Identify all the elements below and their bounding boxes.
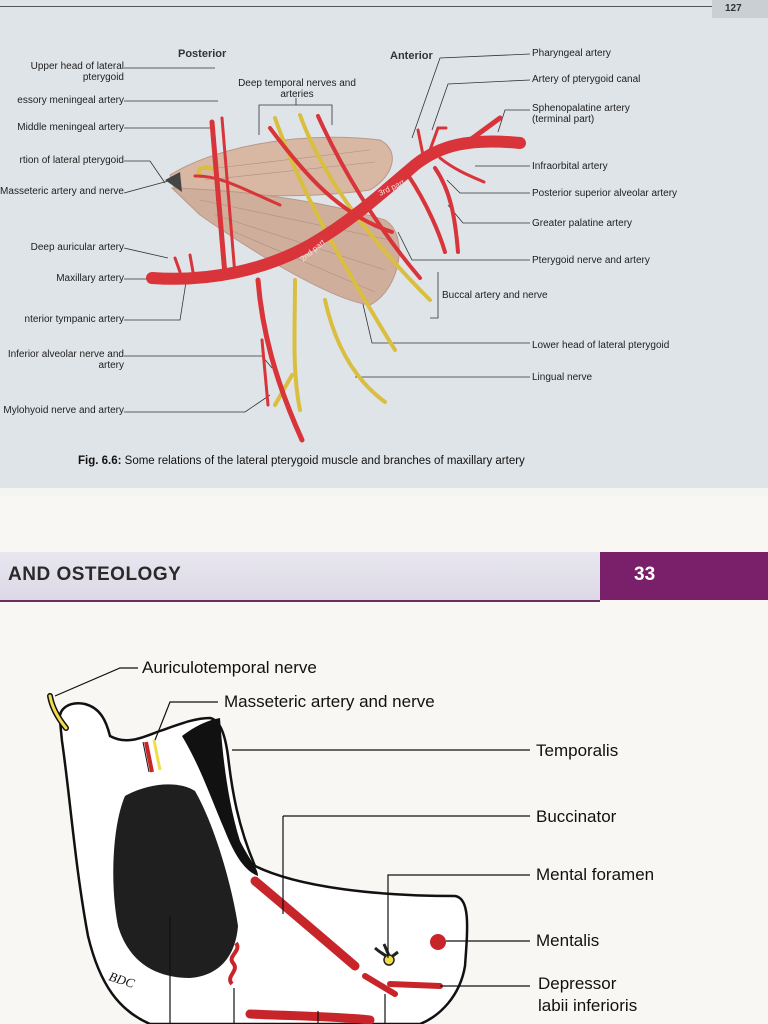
page-number-box: 33	[600, 552, 768, 600]
leader-pterygoid-canal	[431, 79, 531, 131]
figure-number: Fig. 6.6:	[78, 455, 122, 467]
top-page-rule	[0, 6, 712, 7]
bottom-textbook-page: AND OSTEOLOGY 33	[0, 496, 768, 1024]
leader-greater-palatine	[447, 204, 530, 224]
leader-inf-alveolar	[124, 355, 273, 369]
temporalis-band	[182, 718, 258, 876]
leader-post-sup	[446, 179, 530, 194]
label-sphenopalatine: Sphenopalatine artery (terminal part)	[532, 103, 630, 125]
leader-lower-head	[361, 299, 530, 344]
leader-deep-auricular	[123, 247, 169, 259]
label-mental-foramen: Mental foramen	[536, 865, 655, 884]
label-posterior-superior-alveolar: Posterior superior alveolar artery	[532, 188, 678, 199]
label-temporalis: Temporalis	[536, 741, 619, 760]
label-buccal: Buccal artery and nerve	[442, 290, 548, 301]
figure-caption: Fig. 6.6: Some relations of the lateral …	[78, 455, 525, 467]
heading-posterior: Posterior	[178, 48, 227, 60]
label-depressor-2: labii inferioris	[538, 996, 638, 1015]
figure-caption-text: Some relations of the lateral pterygoid …	[124, 455, 525, 467]
label-portion-lateral-pterygoid: rtion of lateral pterygoid	[19, 155, 124, 166]
label-pterygoid-canal: Artery of pterygoid canal	[532, 74, 641, 85]
chapter-header-bar: AND OSTEOLOGY	[0, 552, 600, 602]
top-textbook-page: 127	[0, 0, 768, 488]
leader-mental-foramen	[387, 874, 530, 958]
label-accessory-meningeal: essory meningeal artery	[17, 95, 124, 106]
ramus-dark-area	[113, 784, 238, 978]
label-inferior-alveolar: Inferior alveolar nerve and artery	[7, 349, 124, 371]
label-greater-palatine: Greater palatine artery	[532, 218, 633, 229]
label-anterior-tympanic: nterior tympanic artery	[24, 314, 124, 325]
heading-deep-temporal: Deep temporal nerves and arteries	[238, 78, 356, 100]
label-masseteric: Masseteric artery and nerve	[0, 186, 124, 197]
bottom-page-number: 33	[634, 564, 656, 585]
leader-portion	[124, 160, 166, 184]
label-lower-head: Lower head of lateral pterygoid	[532, 340, 670, 351]
top-page-number: 127	[725, 3, 742, 14]
leader-buccal	[430, 272, 439, 319]
leader-mylohyoid	[124, 394, 271, 413]
leader-auriculotemporal	[54, 667, 138, 697]
leader-ant-tympanic	[124, 281, 187, 321]
label-lingual-nerve: Lingual nerve	[532, 372, 593, 383]
leader-sphenopalatine	[497, 109, 530, 133]
label-maxillary: Maxillary artery	[56, 273, 124, 284]
label-upper-head: Upper head of lateral pterygoid	[30, 61, 124, 83]
label-auriculotemporal: Auriculotemporal nerve	[142, 658, 317, 677]
label-deep-auricular: Deep auricular artery	[30, 242, 124, 253]
label-infraorbital: Infraorbital artery	[532, 161, 608, 172]
label-pterygoid-nerve-artery: Pterygoid nerve and artery	[532, 255, 650, 266]
label-middle-meningeal: Middle meningeal artery	[17, 122, 124, 133]
wavy-artery	[228, 941, 240, 986]
pterygoid-illustration: 2nd part 3rd part	[123, 53, 531, 443]
deep-temporal-bracket	[258, 104, 333, 135]
heading-anterior: Anterior	[390, 50, 433, 62]
chapter-title: AND OSTEOLOGY	[8, 564, 182, 585]
buccinator-strip	[250, 876, 360, 971]
label-depressor-1: Depressor	[538, 974, 617, 993]
label-buccinator: Buccinator	[536, 807, 617, 826]
label-mylohyoid: Mylohyoid nerve and artery	[3, 405, 124, 416]
leader-pharyngeal	[411, 53, 531, 139]
page-gap	[0, 488, 768, 496]
top-page-number-tab	[712, 0, 768, 18]
leader-masseteric	[123, 179, 173, 194]
label-pharyngeal: Pharyngeal artery	[532, 48, 611, 59]
label-mentalis: Mentalis	[536, 931, 600, 950]
mentalis-dot	[430, 934, 446, 950]
leader-pterygoid-nerve	[397, 231, 530, 261]
label-masseteric-bottom: Masseteric artery and nerve	[224, 692, 435, 711]
leader-masseteric2	[154, 701, 218, 741]
mandible-illustration: BDC	[47, 667, 530, 1024]
